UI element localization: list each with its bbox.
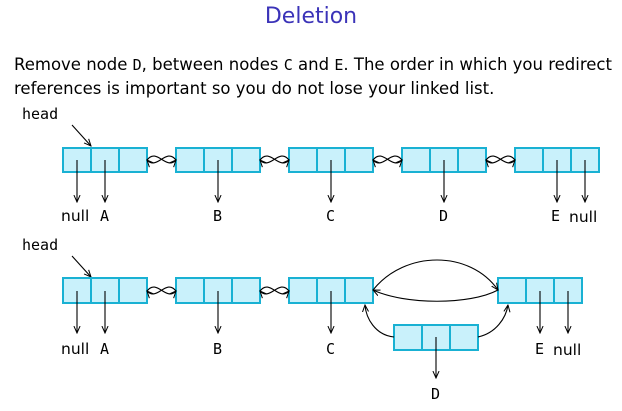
top-diagram: head [22, 105, 600, 226]
top-label-d: D [439, 207, 448, 225]
top-down-arrows [77, 160, 585, 202]
bottom-label-d-removed: D [431, 385, 440, 403]
description-text: Remove node D, between nodes C and E. Th… [14, 55, 612, 98]
top-label-e: E [551, 207, 560, 225]
bottom-null-right: null [553, 341, 581, 359]
bottom-head-label: head [22, 236, 58, 254]
top-head-pointer [71, 124, 91, 146]
top-node-b [175, 147, 261, 173]
bottom-null-left: null [61, 340, 89, 358]
bottom-node-e [497, 277, 583, 304]
top-head-label: head [22, 105, 58, 123]
bottom-label-e: E [535, 340, 544, 358]
top-label-a: A [100, 207, 109, 225]
bottom-diagram: head [22, 236, 583, 403]
slide-title: Deletion [264, 4, 358, 29]
bottom-down-arrows [77, 291, 568, 378]
top-null-right: null [569, 208, 597, 226]
bottom-label-b: B [213, 340, 222, 358]
top-label-c: C [326, 207, 335, 225]
bottom-label-c: C [326, 340, 335, 358]
bottom-node-d-removed [393, 324, 479, 351]
bottom-links [147, 259, 508, 338]
top-null-left: null [61, 207, 89, 225]
top-links [147, 155, 515, 163]
top-label-b: B [213, 207, 222, 225]
bottom-head-pointer [71, 255, 91, 277]
bottom-node-b [175, 277, 261, 304]
bottom-node-c [288, 277, 374, 304]
bottom-label-a: A [100, 340, 109, 358]
